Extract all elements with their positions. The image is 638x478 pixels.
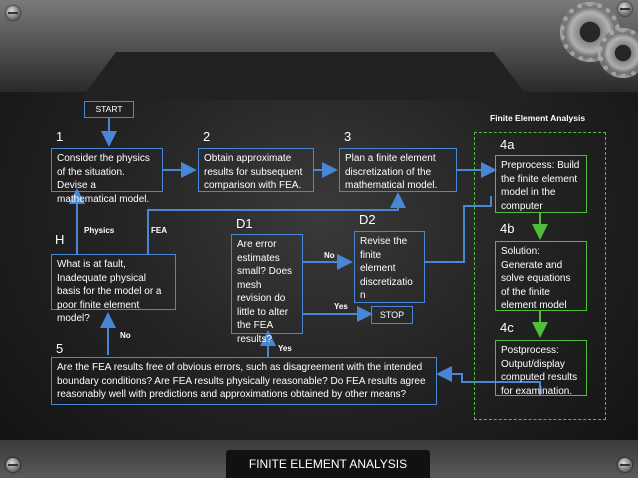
stop-label: STOP — [379, 310, 405, 320]
step-4a-text: Preprocess: Build the finite element mod… — [501, 160, 580, 212]
edge-label-s5-yes: Yes — [278, 344, 292, 353]
step-h-number: H — [55, 232, 65, 247]
step-2-number: 2 — [203, 129, 211, 144]
start-label: START — [95, 104, 123, 114]
decision-d1-box: Are error estimates small? Does mesh rev… — [231, 234, 303, 345]
decision-d1-number: D1 — [236, 216, 253, 231]
step-3-number: 3 — [344, 129, 352, 144]
gear-icon — [598, 28, 638, 78]
step-4b-number: 4b — [500, 221, 515, 236]
step-5-number: 5 — [56, 341, 64, 356]
step-1-text: Consider the physics of the situation. D… — [57, 153, 150, 205]
step-1-number: 1 — [56, 129, 64, 144]
step-5-text: Are the FEA results free of obvious erro… — [57, 362, 426, 400]
start-box: START — [84, 101, 134, 118]
step-3-box: Plan a finite element discretization of … — [339, 148, 457, 192]
decision-d2-number: D2 — [359, 212, 376, 227]
screw-icon — [6, 6, 20, 20]
fea-panel-title: Finite Element Analysis — [490, 113, 586, 123]
step-h-box: What is at fault, Inadequate physical ba… — [51, 254, 176, 324]
step-3-text: Plan a finite element discretization of … — [345, 153, 438, 191]
frame-inner-bevel — [80, 52, 530, 100]
step-4b-text: Solution: Generate and solve equations o… — [501, 246, 571, 311]
fea-dashed-panel — [474, 132, 606, 420]
edge-label-d1-no: No — [324, 251, 335, 260]
decision-d2-text: Revise the finite element discretizatio … — [360, 236, 413, 301]
step-4b-box: Solution: Generate and solve equations o… — [495, 241, 587, 311]
step-h-text: What is at fault, Inadequate physical ba… — [57, 259, 162, 324]
step-4a-box: Preprocess: Build the finite element mod… — [495, 155, 587, 213]
step-4c-number: 4c — [500, 320, 514, 335]
step-2-text: Obtain approximate results for subsequen… — [204, 153, 303, 191]
edge-label-fea: FEA — [151, 226, 167, 235]
edge-label-s5-no: No — [120, 331, 131, 340]
decision-d2-box: Revise the finite element discretizatio … — [354, 231, 425, 303]
step-4a-number: 4a — [500, 137, 515, 152]
step-2-box: Obtain approximate results for subsequen… — [198, 148, 314, 192]
footer-title: FINITE ELEMENT ANALYSIS — [226, 450, 430, 478]
screw-icon — [6, 458, 20, 472]
decision-d1-text: Are error estimates small? Does mesh rev… — [237, 239, 293, 345]
step-4c-text: Postprocess: Output/display computed res… — [501, 345, 578, 397]
step-5-box: Are the FEA results free of obvious erro… — [51, 357, 437, 405]
step-4c-box: Postprocess: Output/display computed res… — [495, 340, 587, 397]
edge-label-physics: Physics — [84, 226, 115, 235]
screw-icon — [618, 458, 632, 472]
stop-box: STOP — [371, 306, 413, 324]
footer-title-text: FINITE ELEMENT ANALYSIS — [248, 457, 408, 471]
screw-icon — [618, 2, 632, 16]
step-1-box: Consider the physics of the situation. D… — [51, 148, 163, 205]
edge-label-d1-yes: Yes — [334, 302, 348, 311]
